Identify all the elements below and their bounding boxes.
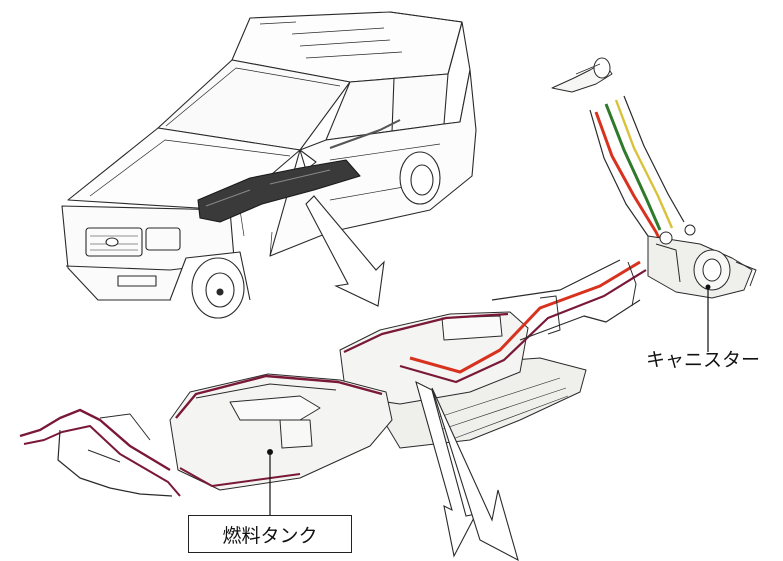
pointer-arrow-bottom	[415, 380, 519, 561]
vehicle-illustration	[61, 11, 477, 319]
fuel-tank-assembly	[19, 57, 757, 497]
vehicle-front-wheel	[191, 257, 245, 319]
vehicle-rear-wheel	[399, 151, 441, 205]
fuel-tank-leader-dot	[267, 449, 273, 455]
vehicle-fuel-system-cutaway	[197, 159, 361, 223]
leader-lines	[269, 287, 709, 515]
left-pipe-bundle	[19, 408, 171, 472]
pointer-arrow-car-to-tank	[305, 195, 385, 307]
fuel-tank-label: 燃料タンク	[188, 515, 352, 553]
canister-label: キャニスター	[646, 348, 761, 371]
filler-pipe-red	[594, 111, 666, 249]
filler-pipe-green	[604, 103, 662, 231]
red-vapour-line	[409, 260, 641, 374]
